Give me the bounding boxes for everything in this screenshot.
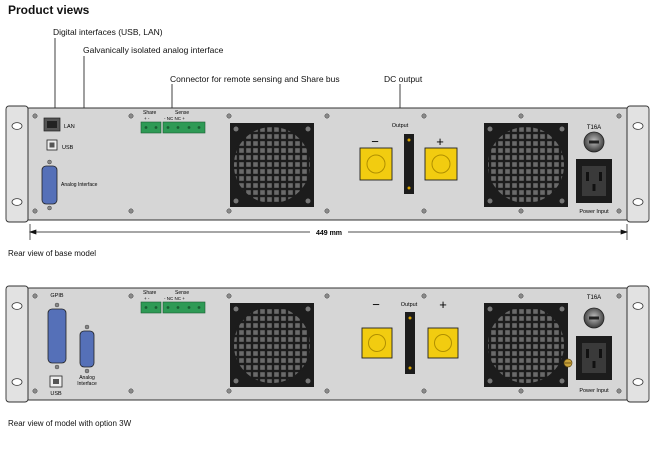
share-pins: + - <box>144 116 150 121</box>
output-busbar-cover <box>405 312 415 374</box>
plus-symbol: + <box>436 134 444 149</box>
analog-interface-label: Analog Interface <box>61 182 98 188</box>
fuse-label: T16A <box>587 125 601 131</box>
share-terminal <box>140 301 162 314</box>
analog-label-line2: Interface <box>77 381 97 387</box>
lan-label: LAN <box>64 124 75 130</box>
dc-output-minus-terminal <box>359 147 393 181</box>
usb-label: USB <box>50 391 62 397</box>
share-terminal <box>140 121 162 134</box>
callout-analog-interface: Galvanically isolated analog interface <box>83 45 224 55</box>
callout-dc-output: DC output <box>384 74 423 84</box>
gpib-label: GPIB <box>50 293 63 299</box>
minus-symbol: − <box>372 297 380 312</box>
sense-terminal <box>162 121 206 134</box>
width-dimension <box>28 224 629 240</box>
dc-output-plus-terminal <box>427 327 459 359</box>
sense-pins: - NC NC + <box>164 116 185 121</box>
rack-hole <box>632 198 644 206</box>
rack-hole <box>632 302 644 310</box>
sense-label: Sense <box>175 290 189 296</box>
fan-left <box>230 123 314 207</box>
analog-label-line1: Analog <box>79 375 95 381</box>
rack-hole <box>632 378 644 386</box>
analog-dsub-connector <box>41 165 58 205</box>
power-input-label: Power Input <box>579 209 609 215</box>
power-input-label: Power Input <box>579 388 609 394</box>
rack-hole <box>11 302 23 310</box>
analog-dsub-connector <box>79 330 95 368</box>
share-pins: + - <box>144 296 150 301</box>
output-label: Output <box>401 302 418 308</box>
rack-hole <box>11 122 23 130</box>
gpib-connector <box>47 308 67 364</box>
caption-base-model: Rear view of base model <box>8 249 97 258</box>
dc-output-plus-terminal <box>424 147 458 181</box>
output-busbar-cover <box>404 134 414 194</box>
fan-right <box>484 123 568 207</box>
rack-hole <box>11 198 23 206</box>
fan-right <box>484 303 568 387</box>
rear-panel-base: LAN USB Analog Interface Share + - Sense… <box>5 105 650 223</box>
fuse-label: T16A <box>587 295 601 301</box>
plus-symbol: + <box>439 297 447 312</box>
callout-digital-interfaces: Digital interfaces (USB, LAN) <box>53 27 163 37</box>
usb-label: USB <box>62 145 74 151</box>
rack-hole <box>11 378 23 386</box>
share-label: Share <box>143 110 157 116</box>
sense-label: Sense <box>175 110 189 116</box>
page-title: Product views <box>8 3 90 17</box>
caption-option-model: Rear view of model with option 3W <box>8 419 132 428</box>
fan-left <box>230 303 314 387</box>
dc-output-minus-terminal <box>361 327 393 359</box>
width-dimension-label: 449 mm <box>316 230 342 237</box>
sense-terminal <box>162 301 206 314</box>
rear-panel-option-3w: GPIB USB Analog Interface Share + - Sens… <box>5 285 650 403</box>
callout-connector-sensing: Connector for remote sensing and Share b… <box>170 74 340 84</box>
output-label: Output <box>392 123 409 129</box>
share-label: Share <box>143 290 157 296</box>
sense-pins: - NC NC + <box>164 296 185 301</box>
rack-hole <box>632 122 644 130</box>
minus-symbol: − <box>371 134 379 149</box>
